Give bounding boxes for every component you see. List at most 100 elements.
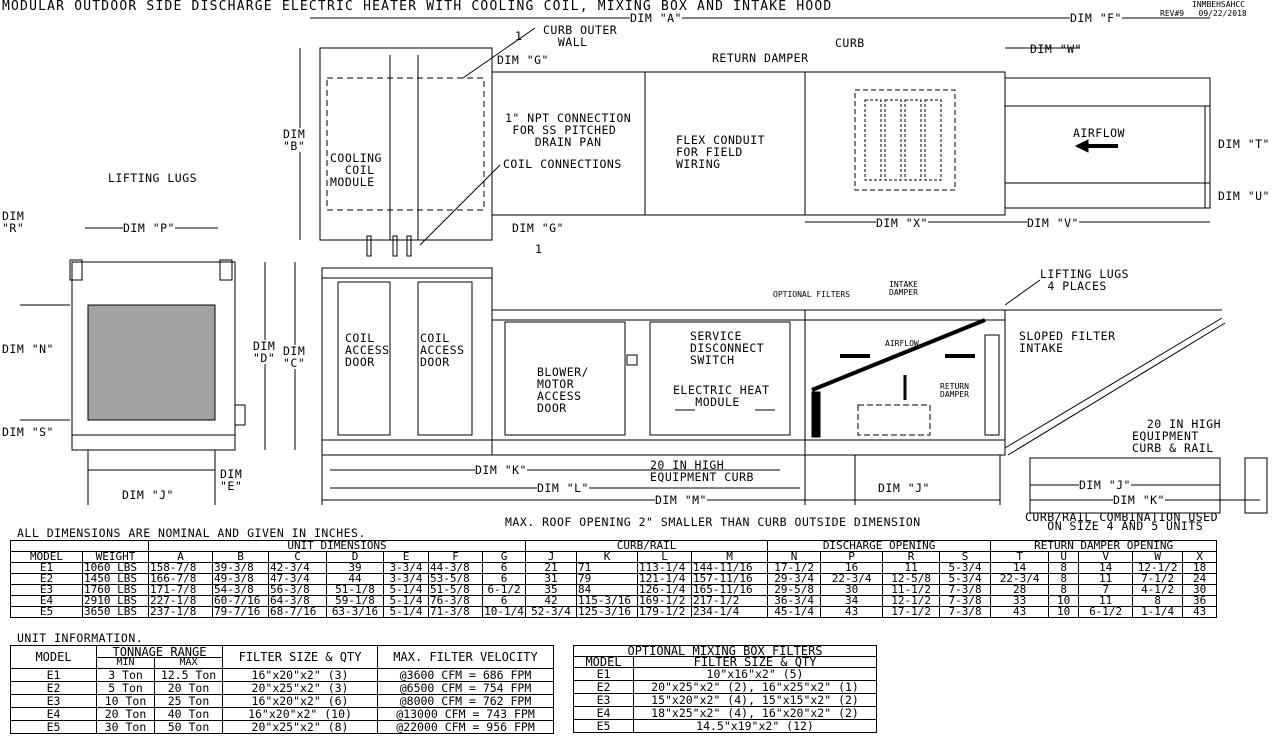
table-cell: 1060 LBS <box>82 562 149 574</box>
table-cell: E1 <box>573 667 634 681</box>
table-cell: 2910 LBS <box>82 595 149 607</box>
unit-dimensions-header: UNIT DIMENSIONS <box>147 540 527 552</box>
dim-p-label: DIM "P" <box>123 221 175 235</box>
dim-t-label: DIM "T" <box>1218 137 1270 151</box>
max-header: MAX <box>153 657 224 669</box>
table-cell: 16"x20"x2" (6) <box>222 694 379 708</box>
discharge-opening-header: DISCHARGE OPENING <box>767 540 992 552</box>
min-header: MIN <box>96 657 155 669</box>
column-header-v: V <box>1078 551 1134 563</box>
dim-b-label: DIM "B" <box>283 127 306 153</box>
table-cell: 44 <box>326 573 384 585</box>
table-cell: 34 <box>820 595 884 607</box>
table-cell: 166-7/8 <box>148 573 213 585</box>
curb-outer-wall-label: CURB OUTER WALL <box>543 23 618 49</box>
table-cell: 17-1/2 <box>882 606 941 618</box>
table-cell: @13000 CFM = 743 FPM <box>377 707 555 721</box>
table-cell: 30 Ton <box>96 720 155 734</box>
table-cell: 227-1/8 <box>148 595 213 607</box>
column-header-c: C <box>268 551 327 563</box>
dim-m-label: DIM "M" <box>655 493 707 507</box>
table-cell: 16"x20"x2" (10) <box>222 707 379 721</box>
table-cell: 14 <box>1078 562 1134 574</box>
dim-c-label: DIM "C" <box>283 344 306 370</box>
table-cell: 12.5 Ton <box>153 668 224 682</box>
table-cell: 43 <box>1182 606 1218 618</box>
table-cell: 18 <box>1182 562 1218 574</box>
table-cell: 43 <box>820 606 884 618</box>
revision-date: REV#9 09/22/2018 <box>1160 9 1247 18</box>
table-cell: E2 <box>10 681 97 695</box>
table-cell: 8 <box>1132 595 1184 607</box>
table-cell: 39-3/8 <box>212 562 269 574</box>
table-cell: 11 <box>882 562 941 574</box>
table-cell: 10"x16"x2" (5) <box>632 667 878 681</box>
table-cell: 6 <box>481 562 527 574</box>
top-view <box>299 17 1211 257</box>
table-cell: E1 <box>10 668 97 682</box>
column-header-weight: WEIGHT <box>82 551 149 563</box>
table-cell: 42-3/4 <box>268 562 327 574</box>
table-cell: 29-3/4 <box>767 573 822 585</box>
table-cell: 30 <box>1182 584 1218 596</box>
curb-label: CURB <box>835 36 865 50</box>
table-cell: 7 <box>1078 584 1134 596</box>
table-cell: 42 <box>525 595 578 607</box>
table-cell: 12-1/2 <box>882 595 941 607</box>
table-cell: 4-1/2 <box>1132 584 1184 596</box>
table-cell: 36-3/4 <box>767 595 822 607</box>
table-cell: E2 <box>10 573 83 585</box>
table-cell: 10 Ton <box>96 694 155 708</box>
column-header-e: E <box>383 551 429 563</box>
airflow-label: AIRFLOW <box>1073 126 1125 140</box>
table-cell: 5-1/4 <box>383 584 429 596</box>
blower-motor-door-label: BLOWER/ MOTOR ACCESS DOOR <box>537 365 589 415</box>
column-header-b: B <box>212 551 269 563</box>
dim-u-label: DIM "U" <box>1218 189 1270 203</box>
table-cell: 59-1/8 <box>326 595 384 607</box>
table-cell: 217-1/2 <box>691 595 769 607</box>
table-cell: 40 Ton <box>153 707 224 721</box>
dim-j-side-label: DIM "J" <box>878 481 930 495</box>
table-cell: 16"x20"x2" (3) <box>222 668 379 682</box>
table-cell: 25 Ton <box>153 694 224 708</box>
sloped-filter-intake-label: SLOPED FILTER INTAKE <box>1019 329 1116 355</box>
table-cell: E5 <box>573 719 634 733</box>
table-cell: @3600 CFM = 686 FPM <box>377 668 555 682</box>
table-cell: 30 <box>820 584 884 596</box>
dim-a-label: DIM "A" <box>630 11 682 25</box>
table-cell: 3 Ton <box>96 668 155 682</box>
table-cell: 169-1/2 <box>637 595 693 607</box>
column-header-a: A <box>148 551 213 563</box>
table-cell: 125-3/16 <box>576 606 639 618</box>
table-cell: 47-3/4 <box>268 573 327 585</box>
coil-connections-label: COIL CONNECTIONS <box>503 157 622 171</box>
table-cell: 84 <box>576 584 639 596</box>
dim-v-label: DIM "V" <box>1027 216 1079 230</box>
table-cell: 56-3/8 <box>268 584 327 596</box>
velocity-header: MAX. FILTER VELOCITY <box>377 645 555 669</box>
table-cell: 33 <box>990 595 1050 607</box>
table-cell: 1760 LBS <box>82 584 149 596</box>
table-cell: 71 <box>576 562 639 574</box>
table-cell: 158-7/8 <box>148 562 213 574</box>
table-cell: @6500 CFM = 754 FPM <box>377 681 555 695</box>
tonnage-range-header: TONNAGE RANGE <box>95 645 224 658</box>
table-cell: 16 <box>820 562 884 574</box>
table-cell: 1450 LBS <box>82 573 149 585</box>
intake-damper-label: INTAKE DAMPER <box>889 280 918 297</box>
table-cell: 5-1/4 <box>383 606 429 618</box>
unit-info-table: MODEL TONNAGE RANGE FILTER SIZE & QTY MA… <box>10 645 555 734</box>
table-cell: @8000 CFM = 762 FPM <box>377 694 555 708</box>
dim-s-label: DIM "S" <box>2 425 54 439</box>
table-cell: 29-5/8 <box>767 584 822 596</box>
model-header: MODEL <box>10 645 97 669</box>
dim-k-label: DIM "K" <box>475 463 527 477</box>
table-cell: E4 <box>10 707 97 721</box>
table-cell: 10 <box>1048 595 1080 607</box>
